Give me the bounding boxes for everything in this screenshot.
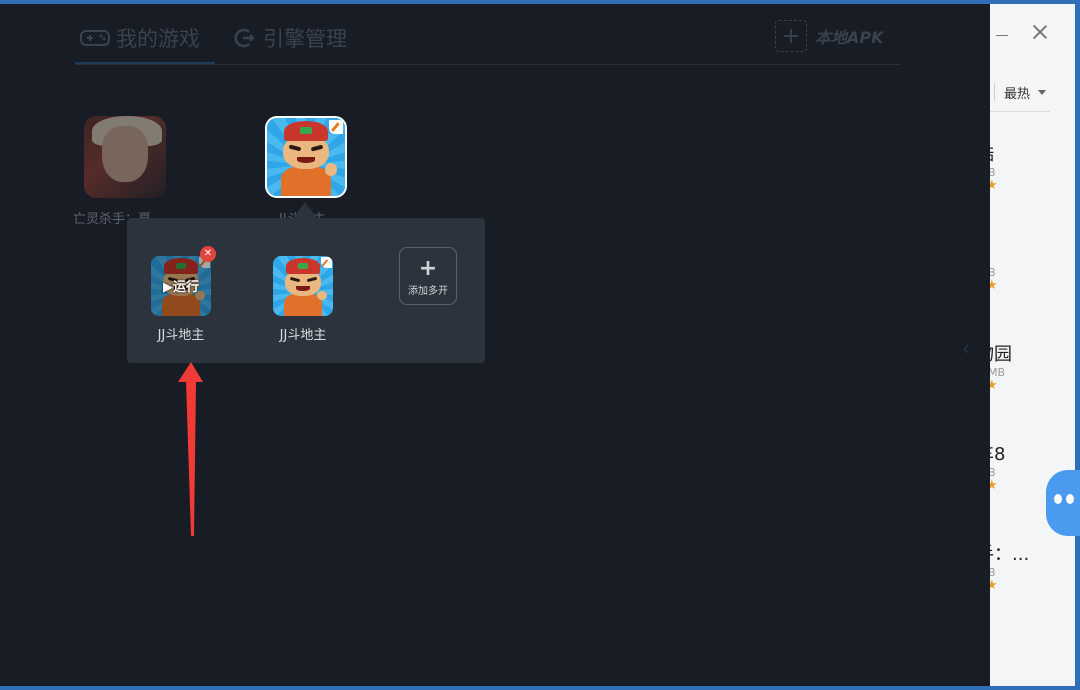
plus-icon: + [418, 256, 438, 281]
instance-running-icon[interactable]: ▶运行 [151, 256, 211, 316]
undead-killer-game-icon[interactable] [84, 116, 166, 198]
star-icon: ★ [986, 378, 998, 393]
chevron-down-icon[interactable] [1038, 90, 1046, 95]
active-tab-indicator [75, 62, 215, 64]
gamepad-icon [80, 27, 110, 49]
sort-hot-label[interactable]: 最热 [1004, 87, 1031, 102]
engine-icon [233, 27, 257, 49]
list-item-size: B [988, 266, 996, 279]
icon-art [102, 126, 148, 182]
jj-character-art [273, 256, 333, 316]
list-item-size: B [988, 566, 996, 579]
sort-bar: 最热 [990, 72, 1050, 112]
star-icon: ★ [986, 478, 998, 493]
list-item-size: B [988, 466, 996, 479]
list-item-size: MB [988, 366, 1006, 379]
multi-instance-popup: ▶运行 ✕ JJ斗地主 JJ斗地主 + 添加多开 [127, 218, 485, 363]
minimize-button[interactable] [996, 35, 1008, 36]
star-icon: ★ [986, 578, 998, 593]
background-titlebar [990, 4, 1075, 66]
instance-label: JJ斗地主 [279, 328, 327, 343]
plus-icon: + [775, 20, 807, 52]
jj-character-art [267, 118, 345, 196]
mascot-eye [1066, 494, 1074, 504]
tab-engine-management[interactable]: 引擎管理 [233, 18, 347, 58]
instance-icon[interactable] [273, 256, 333, 316]
tab-engine-management-label: 引擎管理 [263, 27, 347, 51]
jj-doudizhu-game-icon[interactable] [265, 116, 347, 198]
add-multi-label: 添加多开 [408, 286, 448, 297]
mascot-eye [1054, 494, 1062, 504]
divider [994, 83, 995, 101]
close-instance-icon[interactable]: ✕ [200, 246, 216, 262]
close-button[interactable] [1032, 24, 1048, 40]
tab-my-games-label: 我的游戏 [116, 27, 200, 51]
instance-label: JJ斗地主 [157, 328, 205, 343]
tab-my-games[interactable]: 我的游戏 [80, 18, 200, 58]
running-overlay [151, 256, 211, 316]
local-apk-label: 本地APK [815, 28, 884, 47]
add-multi-instance-button[interactable]: + 添加多开 [399, 247, 457, 305]
tab-bar: 我的游戏 引擎管理 + 本地APK [75, 4, 900, 65]
list-item-size: B [988, 166, 996, 179]
run-status-label: ▶运行 [163, 280, 199, 295]
popup-caret [293, 202, 317, 218]
mascot-icon[interactable] [1046, 470, 1080, 536]
star-icon: ★ [986, 278, 998, 293]
jj-character-art [151, 256, 211, 316]
star-icon: ★ [986, 178, 998, 193]
chevron-left-icon[interactable]: ‹ [962, 336, 970, 360]
local-apk-button[interactable]: + 本地APK [775, 18, 884, 54]
